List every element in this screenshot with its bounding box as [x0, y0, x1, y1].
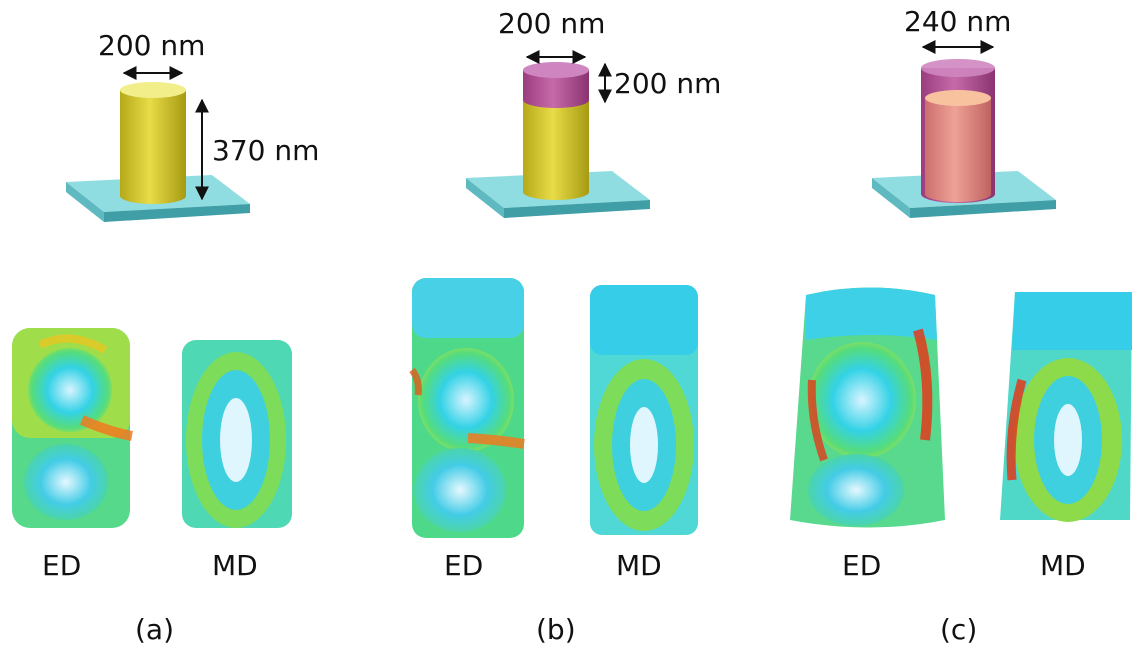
substrate-side — [104, 204, 250, 222]
panel-a-ed-label: ED — [42, 549, 82, 582]
panel-c-diameter-label: 240 nm — [904, 5, 1012, 38]
panel-b-ed-label: ED — [444, 549, 484, 582]
panel-b-diameter-label: 200 nm — [498, 7, 606, 40]
panel-a-ed-field-map — [12, 328, 133, 528]
panel-c-caption: (c) — [940, 613, 978, 646]
salmon-core — [925, 98, 991, 202]
gold-pillar — [523, 100, 589, 200]
gold-pillar-top — [120, 82, 186, 98]
magenta-cap — [523, 70, 589, 108]
panel-c-cylinder-diagram — [872, 40, 1056, 218]
panel-a-caption: (a) — [135, 613, 175, 646]
substrate-side — [910, 200, 1056, 218]
salmon-core-top — [925, 90, 991, 106]
panel-b-md-label: MD — [616, 549, 662, 582]
panel-a-md-field-map — [182, 340, 292, 528]
panel-a-diameter-label: 200 nm — [98, 29, 206, 62]
panel-c-md-label: MD — [1040, 549, 1086, 582]
panel-a-height-label: 370 nm — [212, 134, 320, 167]
panel-a-md-label: MD — [212, 549, 258, 582]
panel-c-md-field-map — [1000, 292, 1132, 522]
panel-c-ed-field-map — [790, 287, 945, 528]
magenta-cap-top — [523, 62, 589, 78]
panel-b-cylinder-diagram — [466, 50, 650, 218]
substrate-side — [504, 200, 650, 218]
panel-b-md-field-map — [590, 285, 698, 535]
magenta-shell-top — [921, 59, 995, 77]
panel-b-cap-height-label: 200 nm — [614, 67, 722, 100]
panel-a-cylinder-diagram — [66, 66, 250, 222]
panel-b-ed-field-map — [409, 278, 525, 538]
gold-pillar — [120, 90, 186, 204]
panel-b-caption: (b) — [536, 613, 576, 646]
panel-c-ed-label: ED — [842, 549, 882, 582]
